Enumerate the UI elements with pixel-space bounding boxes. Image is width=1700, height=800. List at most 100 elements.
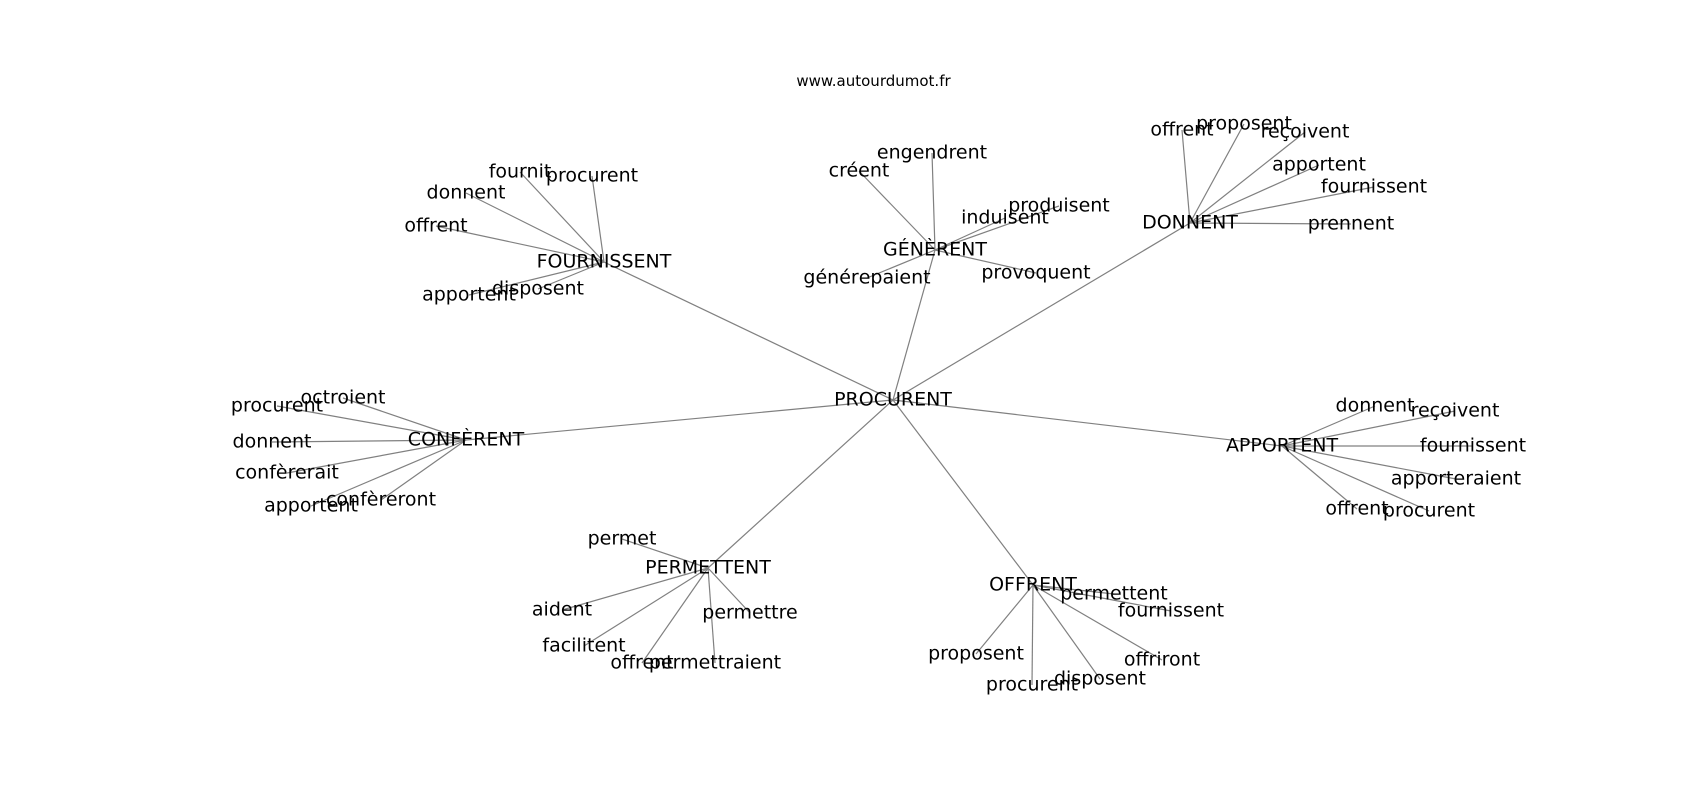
leaf-node-apportent-5[interactable]: procurent <box>1383 500 1475 522</box>
leaf-node-offrent-4[interactable]: disposent <box>1054 668 1146 690</box>
edge-permettent-leaf-1 <box>561 567 709 611</box>
hub-node-apportent[interactable]: APPORTENT <box>1226 435 1339 457</box>
leaf-node-fournissent-0[interactable]: fournit <box>489 161 552 183</box>
edge-apportent-leaf-3 <box>1281 445 1457 480</box>
leaf-node-fournissent-2[interactable]: donnent <box>427 182 506 204</box>
leaf-node-apportent-2[interactable]: fournissent <box>1420 435 1526 457</box>
edge-donnent-leaf-1 <box>1189 123 1245 224</box>
leaf-node-fournissent-3[interactable]: offrent <box>404 215 467 237</box>
edge-offrent-leaf-2 <box>975 584 1034 655</box>
edge-permettent-leaf-5 <box>707 567 751 614</box>
edge-fournissent-leaf-0 <box>519 171 605 263</box>
leaf-node-offrent-1[interactable]: fournissent <box>1118 600 1224 622</box>
edge-root-conferent <box>465 399 894 441</box>
edge-conferent-leaf-3 <box>286 439 467 474</box>
leaf-node-permettent-3[interactable]: offrent <box>610 652 673 674</box>
edge-generent-leaf-4 <box>866 249 936 279</box>
edge-root-permettent <box>707 399 894 569</box>
leaf-node-fournissent-5[interactable]: apportent <box>422 284 516 306</box>
edge-conferent-leaf-5 <box>310 439 467 507</box>
leaf-node-offrent-0[interactable]: permettent <box>1060 583 1168 605</box>
edge-generent-leaf-2 <box>934 205 1060 251</box>
edge-conferent-leaf-2 <box>271 439 467 443</box>
leaf-node-apportent-4[interactable]: offrent <box>1325 498 1388 520</box>
edge-permettent-leaf-4 <box>707 567 716 664</box>
edge-permettent-leaf-2 <box>583 567 709 647</box>
edge-donnent-leaf-3 <box>1189 164 1320 224</box>
hub-node-donnent[interactable]: DONNENT <box>1142 212 1238 234</box>
leaf-node-generent-0[interactable]: engendrent <box>877 142 987 164</box>
edge-offrent-leaf-5 <box>1032 584 1163 661</box>
edge-fournissent-leaf-1 <box>591 175 605 263</box>
leaf-node-conferent-5[interactable]: apportent <box>264 495 358 517</box>
leaf-node-generent-3[interactable]: induisent <box>961 207 1049 229</box>
edge-apportent-leaf-4 <box>1281 445 1358 510</box>
edge-apportent-leaf-1 <box>1281 410 1456 447</box>
edge-donnent-leaf-5 <box>1189 222 1352 225</box>
hub-node-conferent[interactable]: CONFÈRENT <box>408 428 525 451</box>
edge-fournissent-leaf-5 <box>468 261 605 296</box>
edge-donnent-leaf-0 <box>1181 129 1191 224</box>
edge-offrent-leaf-0 <box>1032 584 1115 595</box>
hub-node-offrent[interactable]: OFFRENT <box>989 574 1077 596</box>
leaf-node-generent-4[interactable]: générераient <box>803 267 930 289</box>
leaf-node-permettent-5[interactable]: permettre <box>702 602 797 624</box>
edge-fournissent-leaf-3 <box>435 225 605 263</box>
leaf-node-conferent-0[interactable]: octroient <box>301 387 386 409</box>
leaf-node-offrent-5[interactable]: offriront <box>1124 649 1200 671</box>
edge-generent-leaf-3 <box>934 217 1006 251</box>
leaf-node-donnent-5[interactable]: prennent <box>1308 213 1394 235</box>
leaf-node-fournissent-1[interactable]: procurent <box>546 165 638 187</box>
edge-apportent-leaf-5 <box>1281 445 1430 512</box>
edge-donnent-leaf-2 <box>1189 131 1306 224</box>
leaf-node-generent-1[interactable]: créent <box>829 160 890 182</box>
leaf-node-conferent-2[interactable]: donnent <box>233 431 312 453</box>
leaf-node-conferent-3[interactable]: confèrerait <box>235 462 339 484</box>
leaf-node-permettent-1[interactable]: aident <box>532 599 592 621</box>
edge-permettent-leaf-3 <box>641 567 709 664</box>
leaf-node-apportent-3[interactable]: apporteraient <box>1391 468 1521 490</box>
site-url-label: www.autourdumot.fr <box>796 72 951 90</box>
edge-root-fournissent <box>603 261 894 401</box>
edge-generent-leaf-0 <box>931 152 936 251</box>
edge-generent-leaf-5 <box>934 249 1037 274</box>
edge-fournissent-leaf-2 <box>465 192 605 263</box>
edge-conferent-leaf-4 <box>380 439 467 501</box>
hub-node-permettent[interactable]: PERMETTENT <box>645 557 771 579</box>
edge-root-offrent <box>892 399 1034 586</box>
leaf-node-donnent-2[interactable]: reçoivent <box>1261 121 1350 143</box>
edge-offrent-leaf-1 <box>1032 584 1172 612</box>
root-node-label[interactable]: PROCURENT <box>834 389 952 411</box>
leaf-node-generent-2[interactable]: produisent <box>1008 195 1110 217</box>
edge-offrent-leaf-4 <box>1032 584 1101 680</box>
leaf-node-offrent-2[interactable]: proposent <box>928 643 1024 665</box>
leaf-node-donnent-3[interactable]: apportent <box>1272 154 1366 176</box>
hub-node-fournissent[interactable]: FOURNISSENT <box>537 251 672 273</box>
leaf-node-permettent-4[interactable]: permettraient <box>649 652 781 674</box>
leaf-node-fournissent-4[interactable]: disposent <box>492 278 584 300</box>
edge-root-apportent <box>892 399 1283 447</box>
edge-fournissent-leaf-4 <box>537 261 605 290</box>
leaf-node-generent-5[interactable]: provoquent <box>981 262 1090 284</box>
hub-node-generent[interactable]: GÉNÈRENT <box>883 238 987 261</box>
edge-root-generent <box>892 249 936 401</box>
leaf-node-apportent-1[interactable]: reçoivent <box>1411 400 1500 422</box>
leaf-node-conferent-1[interactable]: procurent <box>231 395 323 417</box>
edge-root-donnent <box>892 222 1191 401</box>
leaf-node-offrent-3[interactable]: procurent <box>986 674 1078 696</box>
leaf-node-apportent-0[interactable]: donnent <box>1336 395 1415 417</box>
edge-apportent-leaf-0 <box>1281 405 1376 447</box>
edge-generent-leaf-1 <box>858 170 936 251</box>
edge-offrent-leaf-3 <box>1031 584 1034 686</box>
leaf-node-permettent-0[interactable]: permet <box>588 528 657 550</box>
leaf-node-donnent-1[interactable]: proposent <box>1196 113 1292 135</box>
edge-donnent-leaf-4 <box>1189 186 1375 224</box>
leaf-node-donnent-0[interactable]: offrent <box>1150 119 1213 141</box>
leaf-node-donnent-4[interactable]: fournissent <box>1321 176 1427 198</box>
leaf-node-conferent-4[interactable]: confèreront <box>326 489 436 511</box>
edge-permettent-leaf-0 <box>621 538 709 569</box>
edge-conferent-leaf-1 <box>276 405 467 441</box>
leaf-node-permettent-2[interactable]: facilitent <box>542 635 625 657</box>
